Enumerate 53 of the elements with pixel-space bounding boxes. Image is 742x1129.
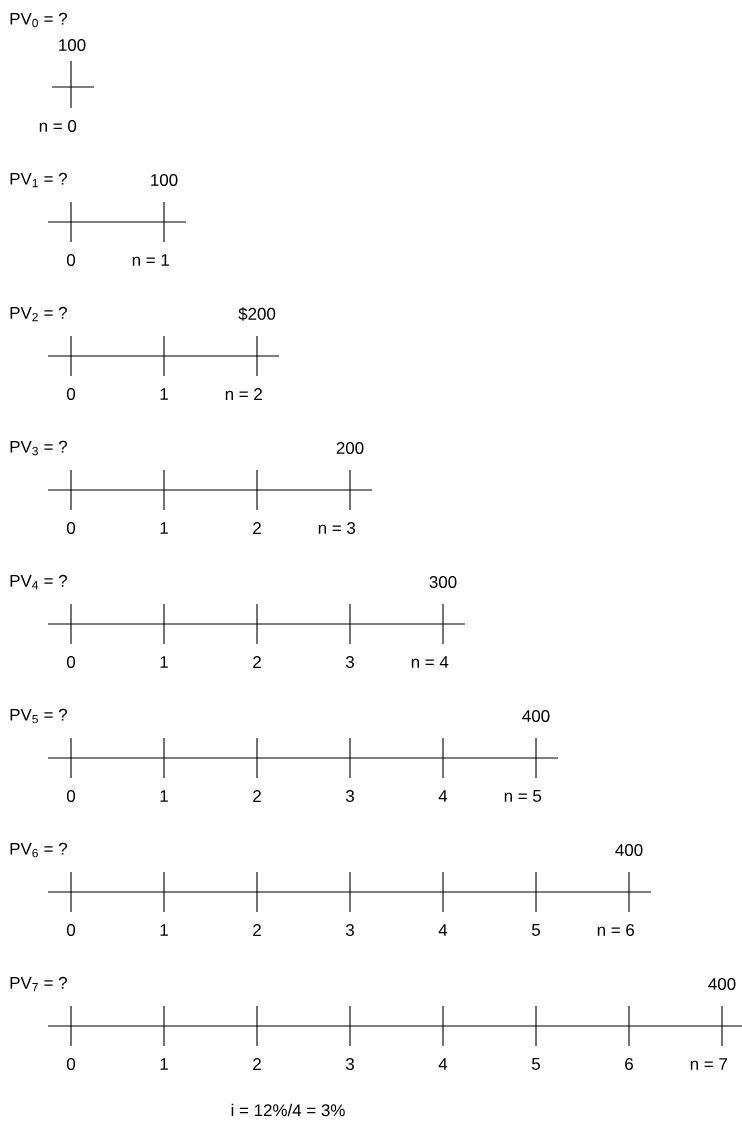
period-count-label: n = 2 xyxy=(225,388,262,400)
period-number: 6 xyxy=(625,1058,633,1070)
period-number: 2 xyxy=(253,924,261,936)
cash-flow-amount: 300 xyxy=(429,576,457,588)
period-count-label: n = 4 xyxy=(411,656,449,668)
period-number: 0 xyxy=(66,656,76,668)
period-count-label: n = 6 xyxy=(597,924,635,936)
cash-flow-amount: 100 xyxy=(59,39,86,51)
present-value-label: PV$_{0}$ = ? xyxy=(10,12,67,28)
period-number: 0 xyxy=(66,1058,76,1070)
cash-flow-amount: 400 xyxy=(708,978,736,990)
present-value-label: PV$_{6}$ = ? xyxy=(10,842,67,858)
period-number: 3 xyxy=(345,924,354,936)
cash-flow-amount: 200 xyxy=(336,442,364,454)
period-number: 1 xyxy=(160,1058,168,1070)
period-number: 3 xyxy=(345,790,354,802)
period-number: 2 xyxy=(253,656,261,668)
present-value-label: PV$_{5}$ = ? xyxy=(10,708,67,724)
period-number: 1 xyxy=(160,522,168,534)
period-number: 5 xyxy=(531,924,540,936)
cash-flow-amount: 400 xyxy=(522,710,550,722)
period-number: 3 xyxy=(345,656,354,668)
period-number: 1 xyxy=(160,388,168,400)
period-number: 2 xyxy=(253,522,261,534)
period-count-label: n = 3 xyxy=(318,522,356,534)
period-number: 4 xyxy=(438,1058,448,1070)
period-number: 0 xyxy=(66,254,76,266)
period-number: 1 xyxy=(160,790,168,802)
cash-flow-amount: 400 xyxy=(615,844,643,856)
period-count-label: n = 5 xyxy=(504,790,542,802)
period-number: 4 xyxy=(438,924,448,936)
period-number: 0 xyxy=(66,790,76,802)
present-value-label: PV$_{2}$ = ? xyxy=(10,306,67,322)
present-value-label: PV$_{1}$ = ? xyxy=(10,172,67,188)
period-count-label: n = 7 xyxy=(690,1058,727,1070)
period-number: 1 xyxy=(160,924,168,936)
period-number: 3 xyxy=(345,1058,354,1070)
period-number: 0 xyxy=(66,924,76,936)
period-number: 4 xyxy=(438,790,448,802)
period-number: 0 xyxy=(66,388,76,400)
cash-flow-amount: $200 xyxy=(238,307,276,321)
interest-rate-note: i = 12%/4 = 3% xyxy=(231,1103,345,1117)
period-number: 2 xyxy=(253,790,261,802)
present-value-label: PV$_{3}$ = ? xyxy=(10,440,67,456)
period-number: 5 xyxy=(531,1058,540,1070)
period-number: 2 xyxy=(253,1058,261,1070)
present-value-label: PV$_{4}$ = ? xyxy=(10,574,67,590)
cash-flow-amount: 100 xyxy=(151,174,178,186)
period-number: 0 xyxy=(66,522,76,534)
period-number: 1 xyxy=(160,656,168,668)
period-count-label: n = 0 xyxy=(39,120,77,132)
present-value-label: PV$_{7}$ = ? xyxy=(10,976,67,992)
period-count-label: n = 1 xyxy=(132,254,169,266)
